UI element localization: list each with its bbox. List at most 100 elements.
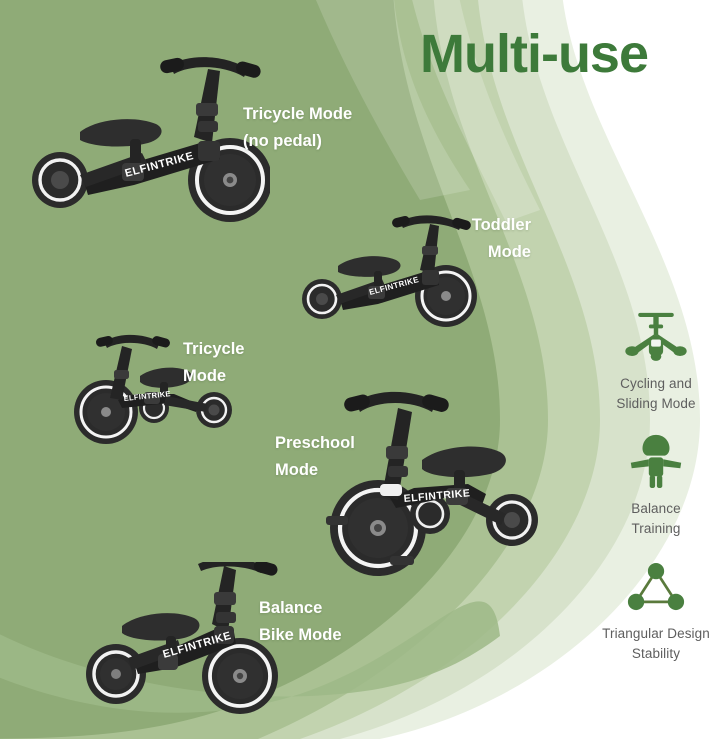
mode-label-line: (no pedal) <box>243 132 322 151</box>
column-clamp <box>196 103 218 116</box>
column-clamp <box>114 370 129 379</box>
mode-label-line: Toddler <box>471 216 531 234</box>
feature-caption-line: Stability <box>631 645 681 661</box>
fold-joint <box>446 488 468 505</box>
handlebar <box>170 57 248 77</box>
icon-fork <box>653 327 659 336</box>
feature-balance-training: Balance Training <box>592 430 720 538</box>
icon-side-wheel-left <box>625 346 639 356</box>
icon-stem <box>653 315 659 327</box>
mode-label-line: Tricycle <box>183 340 245 358</box>
mode-label-toddler: Toddler Mode <box>455 212 531 266</box>
feature-list: Cycling and Sliding Mode <box>592 305 720 680</box>
seat <box>338 256 401 277</box>
grip-left <box>344 394 370 412</box>
column-clamp-2 <box>198 121 218 132</box>
frame-joint-front <box>422 270 439 285</box>
mode-label-line: Balance <box>259 599 323 617</box>
feature-cycling-sliding: Cycling and Sliding Mode <box>592 305 720 413</box>
feature-triangular-stability: Triangular Design Stability <box>592 555 720 663</box>
column-clamp <box>386 446 408 459</box>
feature-caption-line: Training <box>631 520 681 536</box>
feature-caption: Cycling and Sliding Mode <box>592 374 720 413</box>
column-clamp <box>214 592 236 605</box>
front-wheel <box>202 638 278 714</box>
pedal-arm-2 <box>390 556 414 565</box>
mode-label-line: Mode <box>183 367 227 386</box>
icon-node-top <box>647 562 665 579</box>
mode-label-balance-bike: Balance Bike Mode <box>259 595 342 649</box>
icon-node-left <box>627 593 645 610</box>
triangle-nodes-icon <box>592 555 720 617</box>
grip-right <box>152 336 170 348</box>
grip-left <box>95 336 113 347</box>
trike-illustration-balance-bike: ELFINTRIKE <box>86 562 278 714</box>
icon-arm-right <box>663 459 682 469</box>
mode-label-tricycle-no-pedal: Tricycle Mode (no pedal) <box>243 101 352 155</box>
frame-joint-front <box>214 626 234 644</box>
rear-strut <box>164 396 208 412</box>
icon-head <box>642 435 670 456</box>
stem-badge <box>380 484 402 496</box>
feature-caption-line: Sliding Mode <box>616 395 696 411</box>
icon-leg-left <box>649 475 656 489</box>
grip-right <box>452 217 471 230</box>
mode-label-tricycle: Tricycle Mode <box>183 336 244 390</box>
fold-joint <box>122 163 144 181</box>
feature-caption-line: Triangular Design <box>602 626 710 642</box>
rear-wheel <box>86 644 146 704</box>
support-wheel <box>32 152 88 208</box>
icon-seat <box>651 339 661 347</box>
seat <box>140 367 192 388</box>
fold-joint <box>158 654 178 670</box>
feature-caption: Balance Training <box>592 499 720 538</box>
page-title: Multi-use <box>420 24 649 84</box>
fold-joint <box>144 392 160 404</box>
grip-left <box>160 57 184 74</box>
rear-strut <box>336 279 386 304</box>
rear-strut <box>456 492 506 525</box>
trike-illustration-preschool: ELFINTRIKE <box>326 391 538 576</box>
pedal-arm <box>326 516 348 525</box>
column-clamp <box>422 246 438 255</box>
mode-label-line: Bike Mode <box>259 626 342 645</box>
grip-right <box>236 61 261 78</box>
icon-node-right <box>667 593 685 610</box>
seat <box>422 446 506 478</box>
trike-illustration-tricycle: ELFINTRIKE <box>74 334 232 444</box>
frame-joint-front <box>198 141 220 161</box>
feature-caption-line: Cycling and <box>620 376 692 391</box>
trike-illustration-tricycle-no-pedal: ELFINTRIKE <box>32 57 270 222</box>
icon-torso <box>648 457 664 477</box>
front-wheel <box>74 380 138 444</box>
icon-side-wheel-right <box>673 346 687 356</box>
frame-brand: ELFINTRIKE <box>403 487 471 505</box>
trike-illustration-toddler: ELFINTRIKE <box>302 215 477 327</box>
grip-left <box>392 216 410 228</box>
icon-leg-right <box>656 475 663 489</box>
icon-front-wheel <box>650 352 662 361</box>
column-clamp-2 <box>388 466 408 477</box>
fold-joint <box>368 286 385 299</box>
feature-caption-line: Balance <box>631 501 681 517</box>
seat <box>80 119 162 147</box>
icon-stem-clamp <box>648 324 664 329</box>
trike-top-view-icon <box>592 305 720 367</box>
mode-label-preschool: Preschool Mode <box>275 430 355 484</box>
mode-label-line: Mode <box>275 461 319 480</box>
seat <box>122 613 200 641</box>
icon-arm-left <box>630 459 649 469</box>
icon-triangle-edges <box>633 568 679 604</box>
frame-bar <box>340 272 439 310</box>
handlebar <box>400 215 462 230</box>
grip-right <box>253 562 278 576</box>
column-clamp-2 <box>216 612 236 623</box>
handlebar <box>104 334 160 349</box>
support-wheel <box>302 279 342 319</box>
feature-caption: Triangular Design Stability <box>592 624 720 663</box>
frame-bar <box>84 143 220 195</box>
icon-handlebar <box>638 312 674 317</box>
grip-right <box>422 394 449 412</box>
mode-label-line: Preschool <box>275 434 355 452</box>
